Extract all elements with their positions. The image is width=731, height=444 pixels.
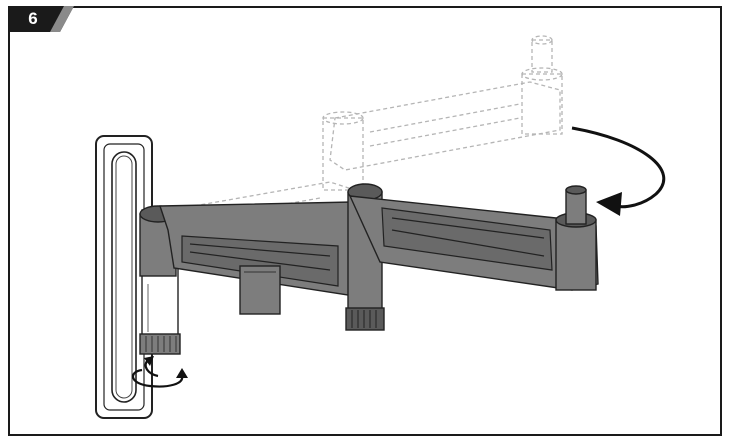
wall-mount-plate (95, 135, 153, 419)
rotate-arrow-icon (132, 356, 188, 388)
inner-arm-segment (139, 201, 363, 315)
monitor-post (565, 185, 587, 225)
swing-arrow-icon (571, 126, 666, 216)
step-number: 6 (28, 9, 38, 28)
outer-arm-segment (348, 195, 599, 291)
step-badge (8, 6, 74, 32)
